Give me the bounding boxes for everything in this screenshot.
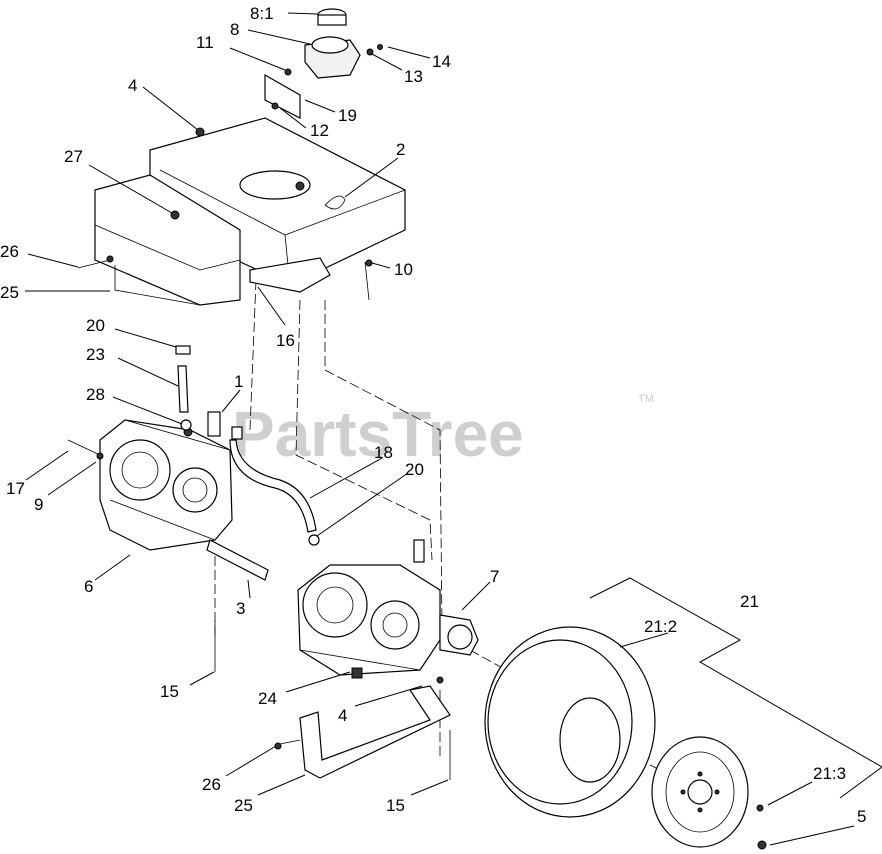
callout-15-left: 15	[160, 682, 179, 701]
callout-4-top: 4	[128, 76, 137, 95]
callout-labels: 8:1 8 11 14 13 4 19 12 27 2 26 10 25 16 …	[0, 4, 866, 826]
callout-26-top: 26	[0, 242, 19, 261]
callout-18: 18	[374, 443, 393, 462]
frame	[77, 117, 406, 306]
wheel-assembly	[484, 626, 767, 850]
lower-bracket	[274, 685, 451, 779]
callout-20-mid: 20	[405, 460, 424, 479]
callout-5: 5	[857, 807, 866, 826]
callout-17: 17	[6, 479, 25, 498]
watermark-tm: TM	[638, 393, 654, 405]
callout-2: 2	[396, 140, 405, 159]
bracket-21	[589, 577, 882, 799]
callout-21: 21	[740, 592, 759, 611]
leader-lines	[25, 12, 855, 846]
callout-1: 1	[234, 372, 243, 391]
callout-27: 27	[64, 147, 83, 166]
callout-8-1: 8:1	[250, 4, 274, 23]
callout-25-bottom: 25	[234, 796, 253, 815]
callout-25-top: 25	[0, 283, 19, 302]
reservoir-assembly	[264, 8, 383, 119]
callout-16: 16	[276, 331, 295, 350]
right-transmission	[297, 564, 479, 684]
left-transmission	[67, 419, 233, 551]
rod-and-bolts	[206, 539, 451, 780]
callout-14: 14	[432, 52, 451, 71]
callout-21-3: 21:3	[813, 764, 846, 783]
callout-3: 3	[236, 599, 245, 618]
callout-4-bottom: 4	[338, 706, 347, 725]
callout-28: 28	[86, 385, 105, 404]
callout-26-bottom: 26	[202, 775, 221, 794]
callout-10: 10	[394, 260, 413, 279]
alignment-lines	[214, 279, 741, 811]
callout-9: 9	[34, 495, 43, 514]
watermark: PartsTree TM	[232, 393, 654, 470]
callout-8: 8	[230, 20, 239, 39]
callout-20-top: 20	[86, 316, 105, 335]
callout-7: 7	[490, 567, 499, 586]
callout-23: 23	[86, 345, 105, 364]
callout-6: 6	[84, 577, 93, 596]
callout-15-bottom: 15	[386, 796, 405, 815]
callout-12: 12	[310, 121, 329, 140]
callout-13: 13	[404, 67, 423, 86]
callout-19: 19	[338, 106, 357, 125]
callout-21-2: 21:2	[644, 617, 677, 636]
watermark-text: PartsTree	[232, 398, 524, 470]
callout-11: 11	[196, 33, 214, 52]
callout-24: 24	[258, 689, 277, 708]
hoses	[175, 345, 425, 563]
